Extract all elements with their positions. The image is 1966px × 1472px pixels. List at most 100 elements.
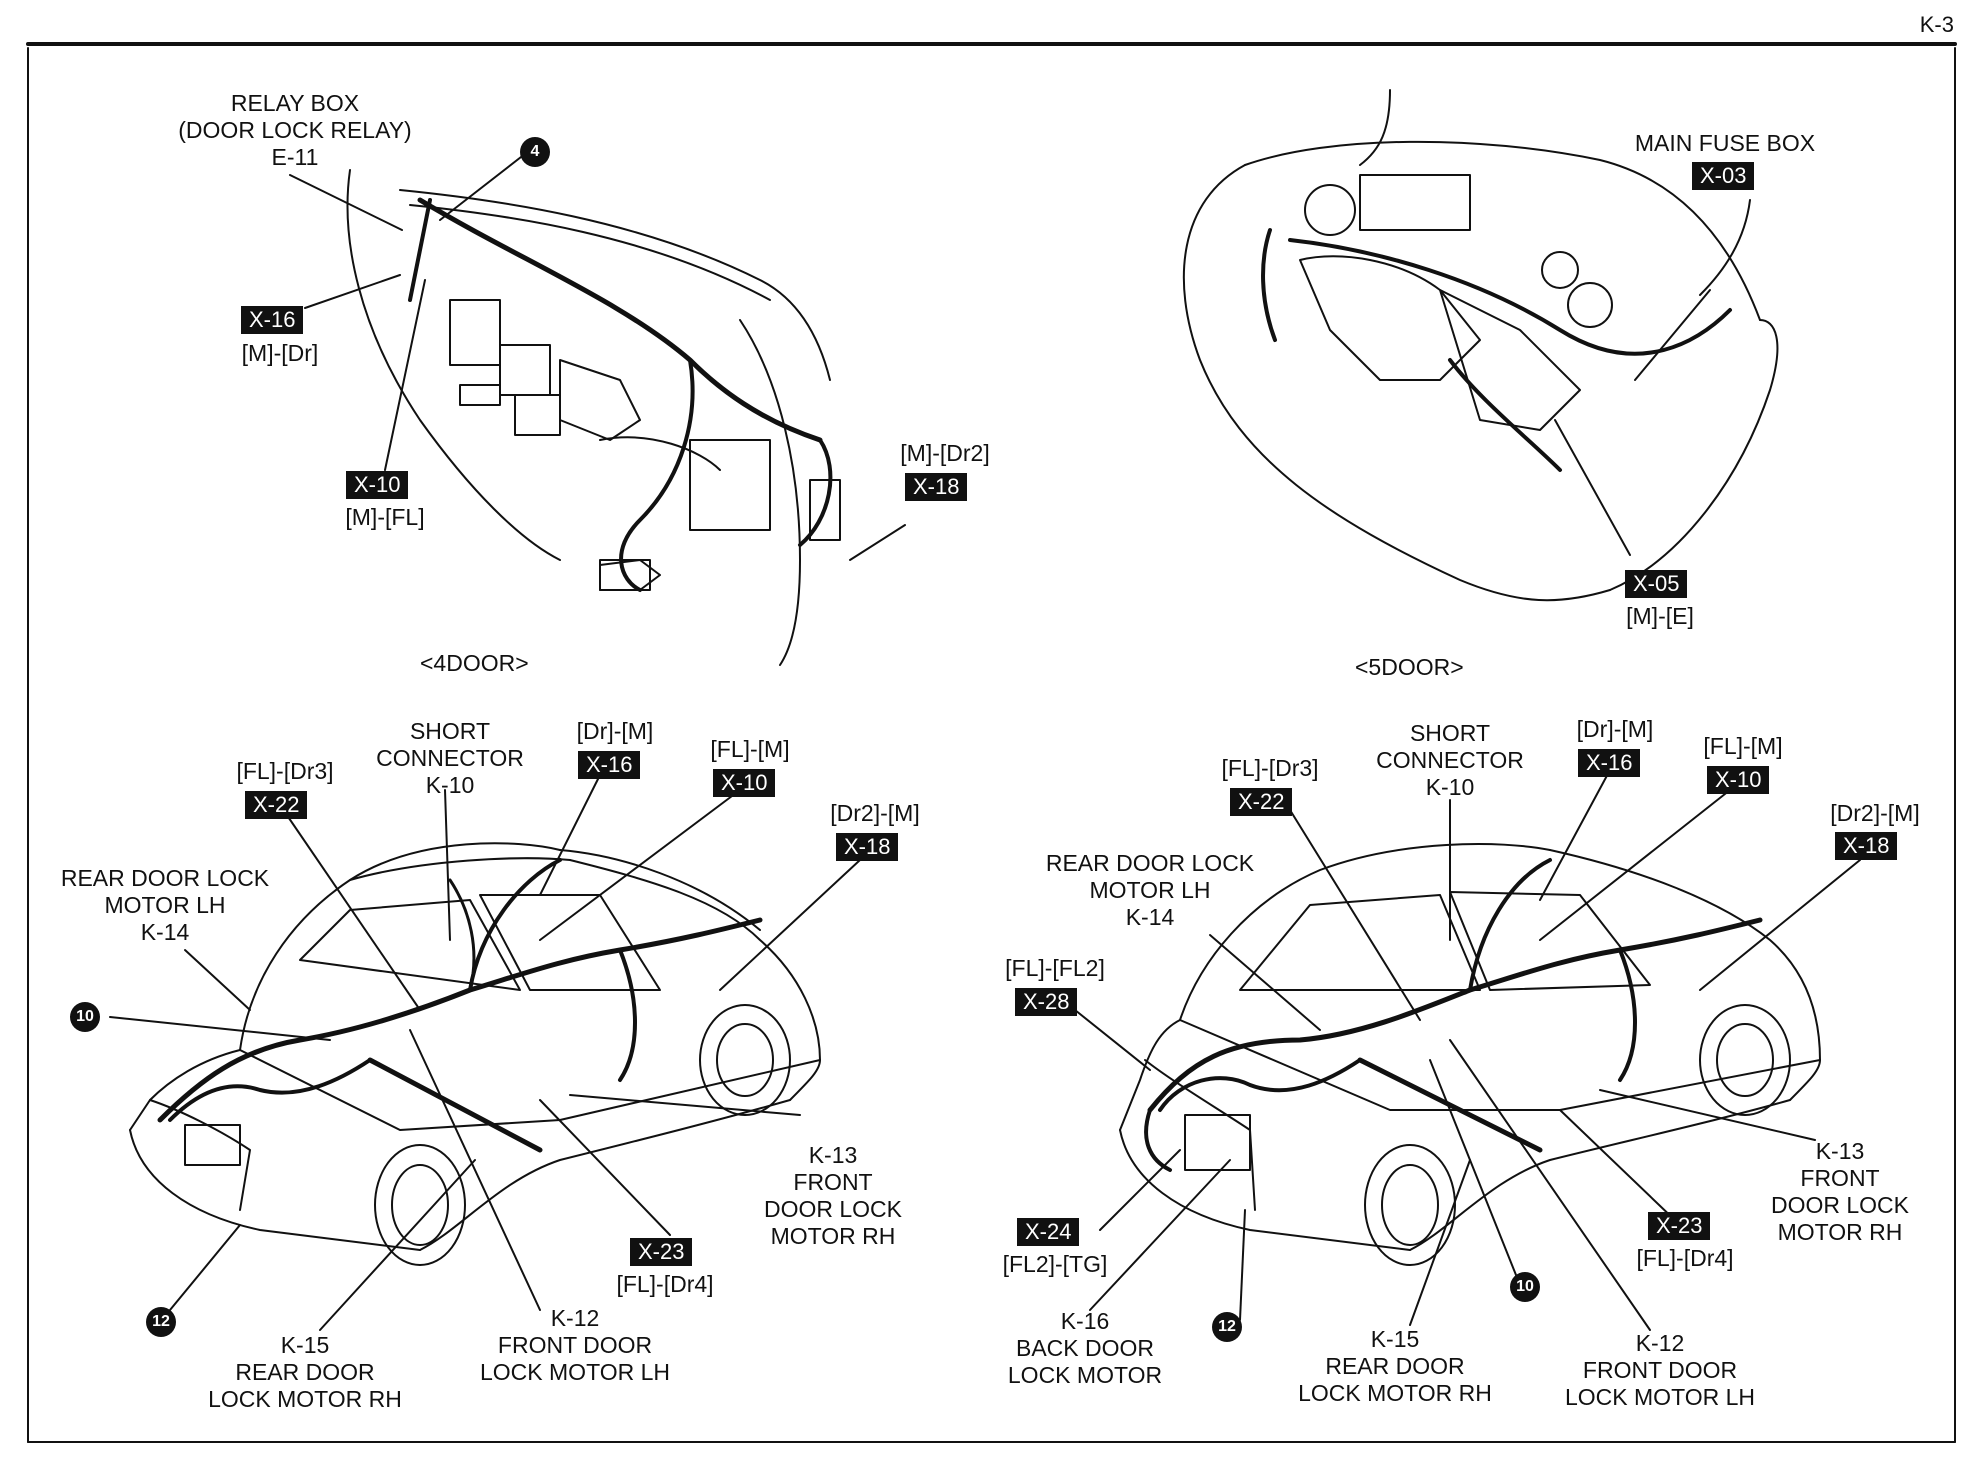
k15-line1-br: REAR DOOR [1325, 1353, 1465, 1379]
leader-x10-bl [539, 789, 741, 941]
marker-12-br: 12 [1212, 1312, 1242, 1342]
k15-code-bl: K-15 [280, 1332, 330, 1358]
connector-x18-br: X-18 [1835, 832, 1898, 860]
pins-x18-br: [Dr2]-[M] [1830, 800, 1920, 826]
leader-marker-12-br [1239, 1209, 1246, 1321]
leader-k12-bl [409, 1029, 541, 1311]
main-fuse-box-title: MAIN FUSE BOX [1634, 130, 1816, 156]
k16-line2: LOCK MOTOR [1007, 1362, 1163, 1388]
engine-bay-drawing [1182, 89, 1779, 602]
leader-k16-br [1089, 1159, 1231, 1311]
leader-x23-br [1559, 1109, 1681, 1226]
short-connector-code-br: K-10 [1425, 774, 1475, 800]
k15-line1-bl: REAR DOOR [235, 1359, 375, 1385]
pins-x16-bl: [Dr]-[M] [576, 718, 654, 744]
k12-line1-br: FRONT DOOR [1582, 1357, 1738, 1383]
k15-label-bl: K-15 REAR DOOR LOCK MOTOR RH [195, 1332, 415, 1413]
leader-x16-br [1539, 769, 1611, 901]
connector-x10-tl: X-10 [346, 471, 409, 499]
leader-x24-br [1099, 1149, 1181, 1231]
pins-x10-bl: [FL]-[M] [710, 736, 790, 762]
marker-12-bl: 12 [146, 1307, 176, 1337]
pins-x22-bl: [FL]-[Dr3] [236, 758, 334, 784]
rear-lh-code-br: K-14 [1125, 904, 1175, 930]
k13-line3-br: MOTOR RH [1777, 1219, 1903, 1245]
k16-code: K-16 [1060, 1308, 1110, 1334]
leader-relay-box [289, 174, 403, 231]
connector-x10-bl: X-10 [713, 769, 776, 797]
leader-x22-br [1289, 809, 1421, 1021]
pins-x18-tl: [M]-[Dr2] [900, 440, 990, 466]
hatchback-5door-drawing [1074, 769, 1861, 1331]
k12-code-br: K-12 [1635, 1330, 1685, 1356]
leader-marker-12-bl [169, 1224, 241, 1311]
connector-x18-tl: X-18 [905, 473, 968, 501]
leader-x23-bl [539, 1099, 671, 1236]
leader-short-connector-bl [444, 789, 451, 941]
leader-x18-bl [719, 859, 861, 991]
k13-line2-bl: DOOR LOCK [763, 1196, 903, 1222]
k13-label-br: K-13 FRONT DOOR LOCK MOTOR RH [1755, 1138, 1925, 1246]
leader-k12-br [1449, 1039, 1651, 1331]
relay-box-code: E-11 [271, 144, 319, 170]
leader-k13-bl [569, 1094, 801, 1116]
connector-x28: X-28 [1015, 988, 1078, 1016]
k13-line1-br: FRONT [1800, 1165, 1880, 1191]
short-connector-label-bl: SHORT CONNECTOR K-10 [360, 718, 540, 799]
leader-marker-4 [439, 149, 531, 221]
k12-line1-bl: FRONT DOOR [497, 1332, 653, 1358]
leader-x22-bl [279, 804, 421, 1011]
k16-line1: BACK DOOR [1015, 1335, 1155, 1361]
leader-x16-bl [539, 774, 601, 896]
k15-line2-bl: LOCK MOTOR RH [208, 1386, 402, 1412]
relay-box-label: RELAY BOX (DOOR LOCK RELAY) E-11 [150, 90, 440, 171]
connector-x16-tl: X-16 [241, 306, 304, 334]
rear-lh-code-bl: K-14 [140, 919, 190, 945]
leader-x28-br [1074, 1009, 1151, 1071]
relay-box-title: RELAY BOX [230, 90, 360, 116]
k12-code-bl: K-12 [550, 1305, 600, 1331]
rear-door-lock-lh-label-br: REAR DOOR LOCK MOTOR LH K-14 [1030, 850, 1270, 931]
connector-x24: X-24 [1017, 1218, 1080, 1246]
dashboard-harness-drawing [289, 149, 906, 666]
pins-x28: [FL]-[FL2] [1005, 955, 1105, 981]
pins-x22-br: [FL]-[Dr3] [1221, 755, 1319, 781]
leader-rear-lh-br [1209, 934, 1321, 1031]
short-connector-line1-br: SHORT [1409, 720, 1491, 746]
k13-line2-br: DOOR LOCK [1770, 1192, 1910, 1218]
leader-x05 [1554, 419, 1631, 556]
connector-x10-br: X-10 [1707, 766, 1770, 794]
pins-x18-bl: [Dr2]-[M] [830, 800, 920, 826]
k15-line2-br: LOCK MOTOR RH [1298, 1380, 1492, 1406]
short-connector-code-bl: K-10 [425, 772, 475, 798]
leader-x10-tl [384, 279, 426, 471]
leader-rear-lh-bl [184, 949, 251, 1011]
pins-x10-tl: [M]-[FL] [345, 504, 425, 530]
k12-label-bl: K-12 FRONT DOOR LOCK MOTOR LH [470, 1305, 680, 1386]
connector-x16-bl: X-16 [578, 751, 641, 779]
short-connector-line1-bl: SHORT [409, 718, 491, 744]
pins-x23-br: [FL]-[Dr4] [1636, 1245, 1734, 1271]
leader-k15-bl [319, 1159, 476, 1331]
k13-line3-bl: MOTOR RH [770, 1223, 896, 1249]
pins-x05: [M]-[E] [1626, 603, 1694, 629]
marker-4: 4 [520, 137, 550, 167]
connector-x03: X-03 [1692, 162, 1755, 190]
leader-x16-tl [304, 274, 401, 309]
leader-k13-br [1599, 1089, 1816, 1141]
pins-x23-bl: [FL]-[Dr4] [616, 1271, 714, 1297]
k15-code-br: K-15 [1370, 1326, 1420, 1352]
marker-10-bl: 10 [70, 1002, 100, 1032]
rear-door-lock-lh-label-bl: REAR DOOR LOCK MOTOR LH K-14 [45, 865, 285, 946]
rear-lh-line1-br: REAR DOOR LOCK [1045, 850, 1255, 876]
pins-x16-tl: [M]-[Dr] [241, 340, 319, 366]
rear-lh-line2-bl: MOTOR LH [104, 892, 226, 918]
k12-label-br: K-12 FRONT DOOR LOCK MOTOR LH [1555, 1330, 1765, 1411]
k15-label-br: K-15 REAR DOOR LOCK MOTOR RH [1285, 1326, 1505, 1407]
connector-x16-br: X-16 [1578, 749, 1641, 777]
relay-box-subtitle: (DOOR LOCK RELAY) [178, 117, 412, 143]
short-connector-label-br: SHORT CONNECTOR K-10 [1360, 720, 1540, 801]
connector-x23-br: X-23 [1648, 1212, 1711, 1240]
